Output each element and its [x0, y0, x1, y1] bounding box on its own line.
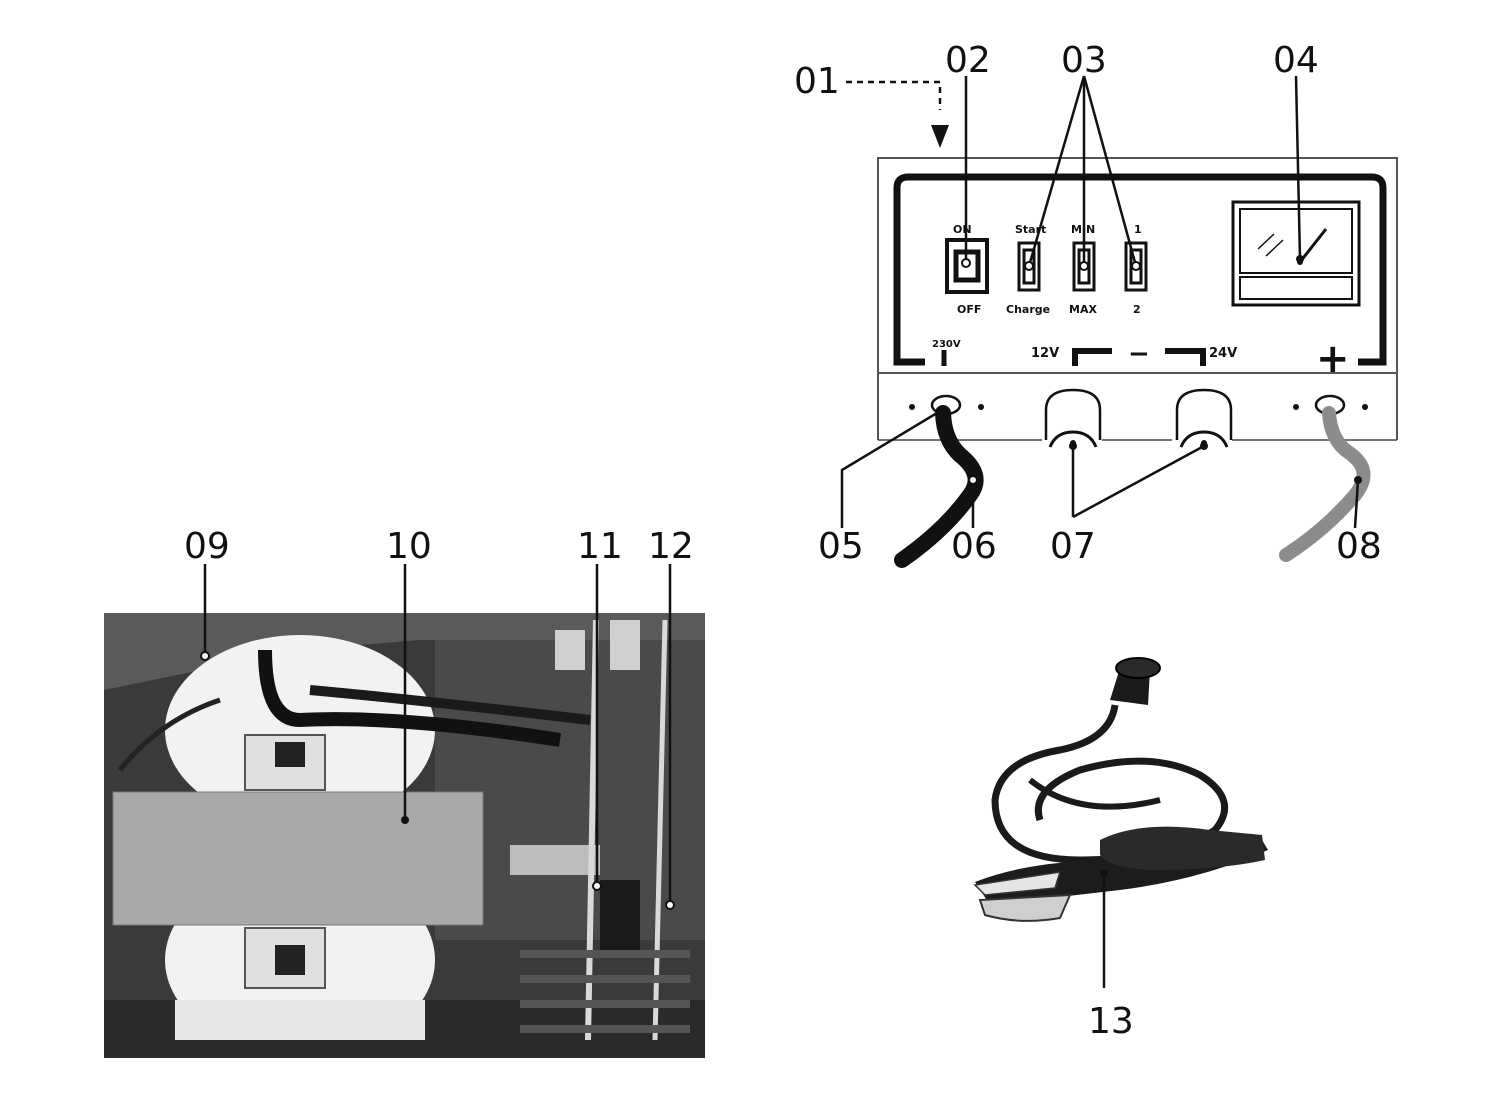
- callout-13: 13: [1088, 1001, 1134, 1042]
- callout-08: 08: [1336, 526, 1382, 567]
- v12-label: 12V: [1031, 346, 1059, 361]
- switch-on-label: ON: [953, 223, 972, 236]
- callout-03: 03: [1061, 40, 1107, 81]
- leader-dots: [200, 255, 1362, 910]
- callout-12: 12: [648, 526, 694, 567]
- minus-label: −: [1128, 339, 1150, 369]
- callout-06: 06: [951, 526, 997, 567]
- internal-photo: [104, 613, 705, 1058]
- callout-05: 05: [818, 526, 864, 567]
- plus-label: +: [1316, 336, 1350, 382]
- step-top-label: 1: [1134, 223, 1142, 236]
- rate-bottom-label: MAX: [1069, 303, 1097, 316]
- callout-10: 10: [386, 526, 432, 567]
- callout-01: 01: [794, 61, 840, 102]
- socket-12v[interactable]: [1044, 388, 1102, 448]
- callout-11: 11: [577, 526, 623, 567]
- callout-04: 04: [1273, 40, 1319, 81]
- mains-label: 230V: [932, 339, 961, 350]
- callout-07: 07: [1050, 526, 1096, 567]
- step-bottom-label: 2: [1133, 303, 1141, 316]
- callout-09: 09: [184, 526, 230, 567]
- callout-02: 02: [945, 40, 991, 81]
- v24-label: 24V: [1209, 346, 1237, 361]
- battery-clamp-icon: [973, 657, 1268, 922]
- ammeter-icon: [1231, 200, 1361, 307]
- leader-lines: [203, 75, 1360, 988]
- mode-bottom-label: Charge: [1006, 303, 1050, 316]
- switch-off-label: OFF: [957, 303, 981, 316]
- socket-24v[interactable]: [1175, 388, 1233, 448]
- positive-cable: [1279, 394, 1371, 562]
